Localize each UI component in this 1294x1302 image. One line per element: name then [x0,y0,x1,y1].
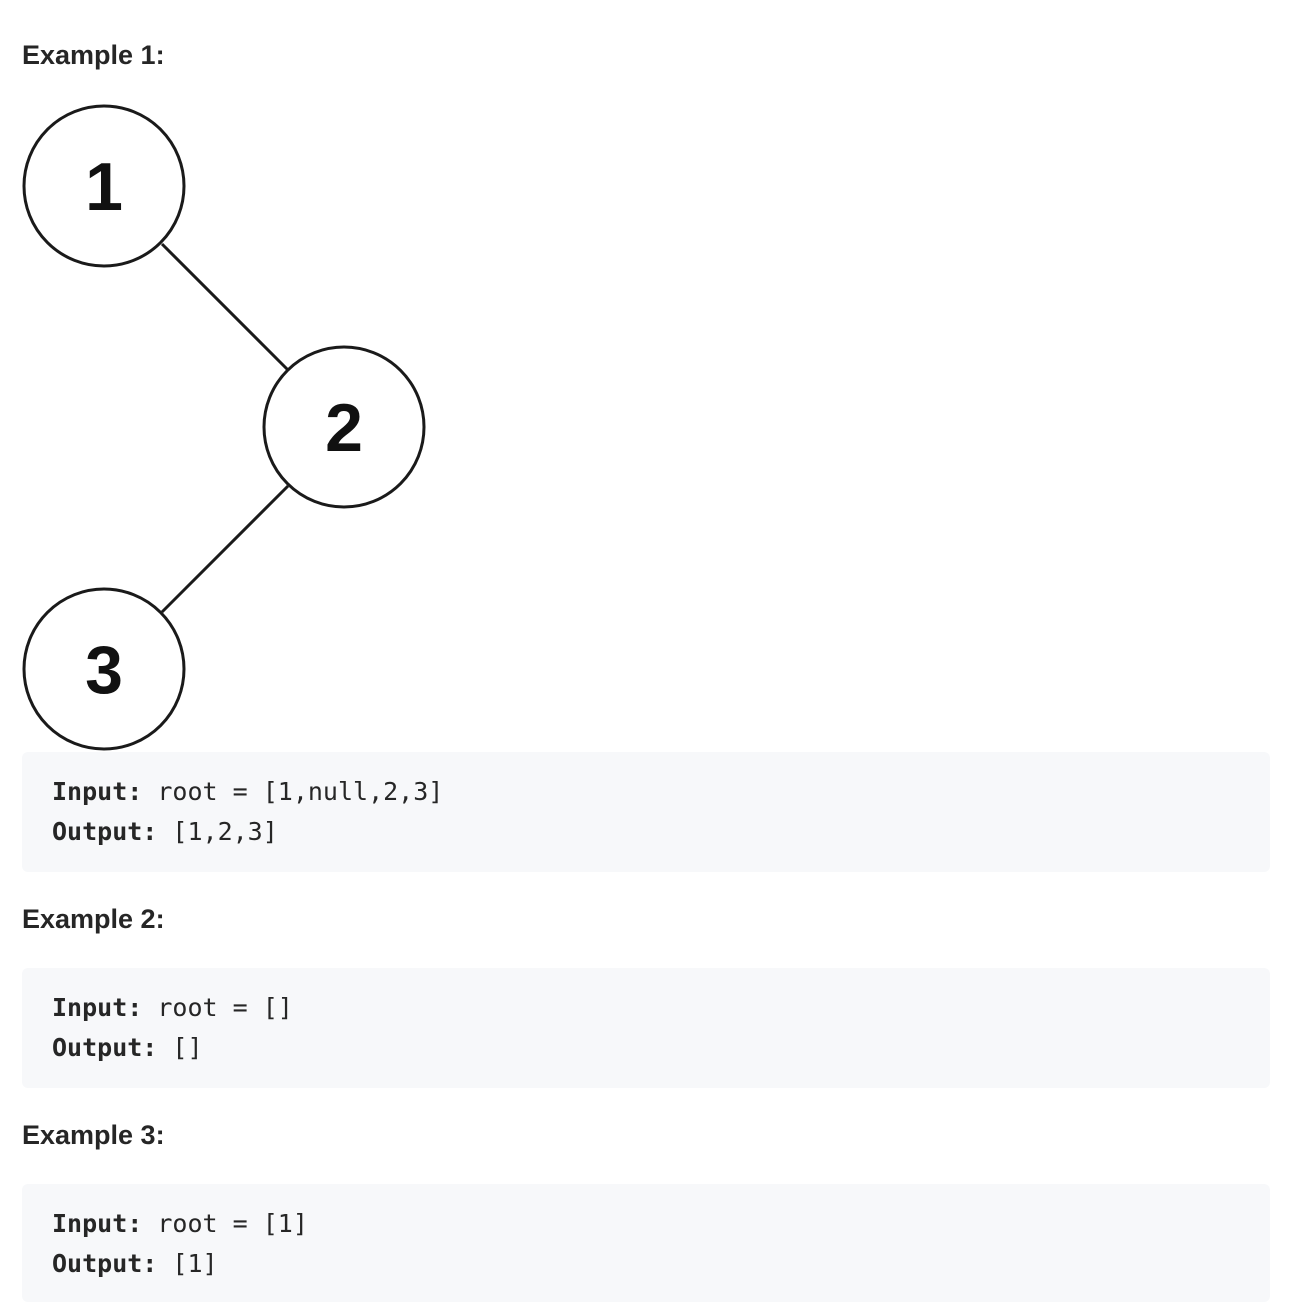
tree-node-3: 3 [22,587,186,751]
input-value: root = [1] [142,1209,308,1238]
input-label: Input: [52,993,143,1022]
tree-node-2-label: 2 [325,390,363,466]
input-label: Input: [52,1209,143,1238]
example-3-code-block: Input: root = [1] Output: [1] [22,1184,1270,1302]
example-2-output-line: Output: [] [52,1028,1270,1068]
tree-edge-1-2 [160,242,290,372]
input-value: root = [] [142,993,293,1022]
tree-node-1: 1 [22,104,186,268]
example-1-heading: Example 1: [22,40,165,70]
output-value: [] [157,1033,203,1062]
example-2-input-line: Input: root = [] [52,988,1270,1028]
output-label: Output: [52,1249,158,1278]
input-label: Input: [52,777,143,806]
example-3-input-line: Input: root = [1] [52,1204,1270,1244]
example-1-output-line: Output: [1,2,3] [52,812,1270,852]
example-2-code-block: Input: root = [] Output: [] [22,968,1270,1088]
tree-node-1-label: 1 [85,149,123,225]
output-label: Output: [52,1033,158,1062]
example-1-input-line: Input: root = [1,null,2,3] [52,772,1270,812]
output-label: Output: [52,817,158,846]
tree-edge-2-3 [160,484,290,614]
example-2-heading: Example 2: [22,904,165,934]
output-value: [1] [157,1249,218,1278]
example-1-code-block: Input: root = [1,null,2,3] Output: [1,2,… [22,752,1270,872]
example-3-heading: Example 3: [22,1120,165,1150]
input-value: root = [1,null,2,3] [142,777,444,806]
tree-node-2: 2 [262,345,426,509]
output-value: [1,2,3] [157,817,278,846]
binary-tree-diagram: 1 2 3 [22,104,426,751]
example-3-output-line: Output: [1] [52,1244,1270,1284]
tree-node-3-label: 3 [85,632,123,708]
